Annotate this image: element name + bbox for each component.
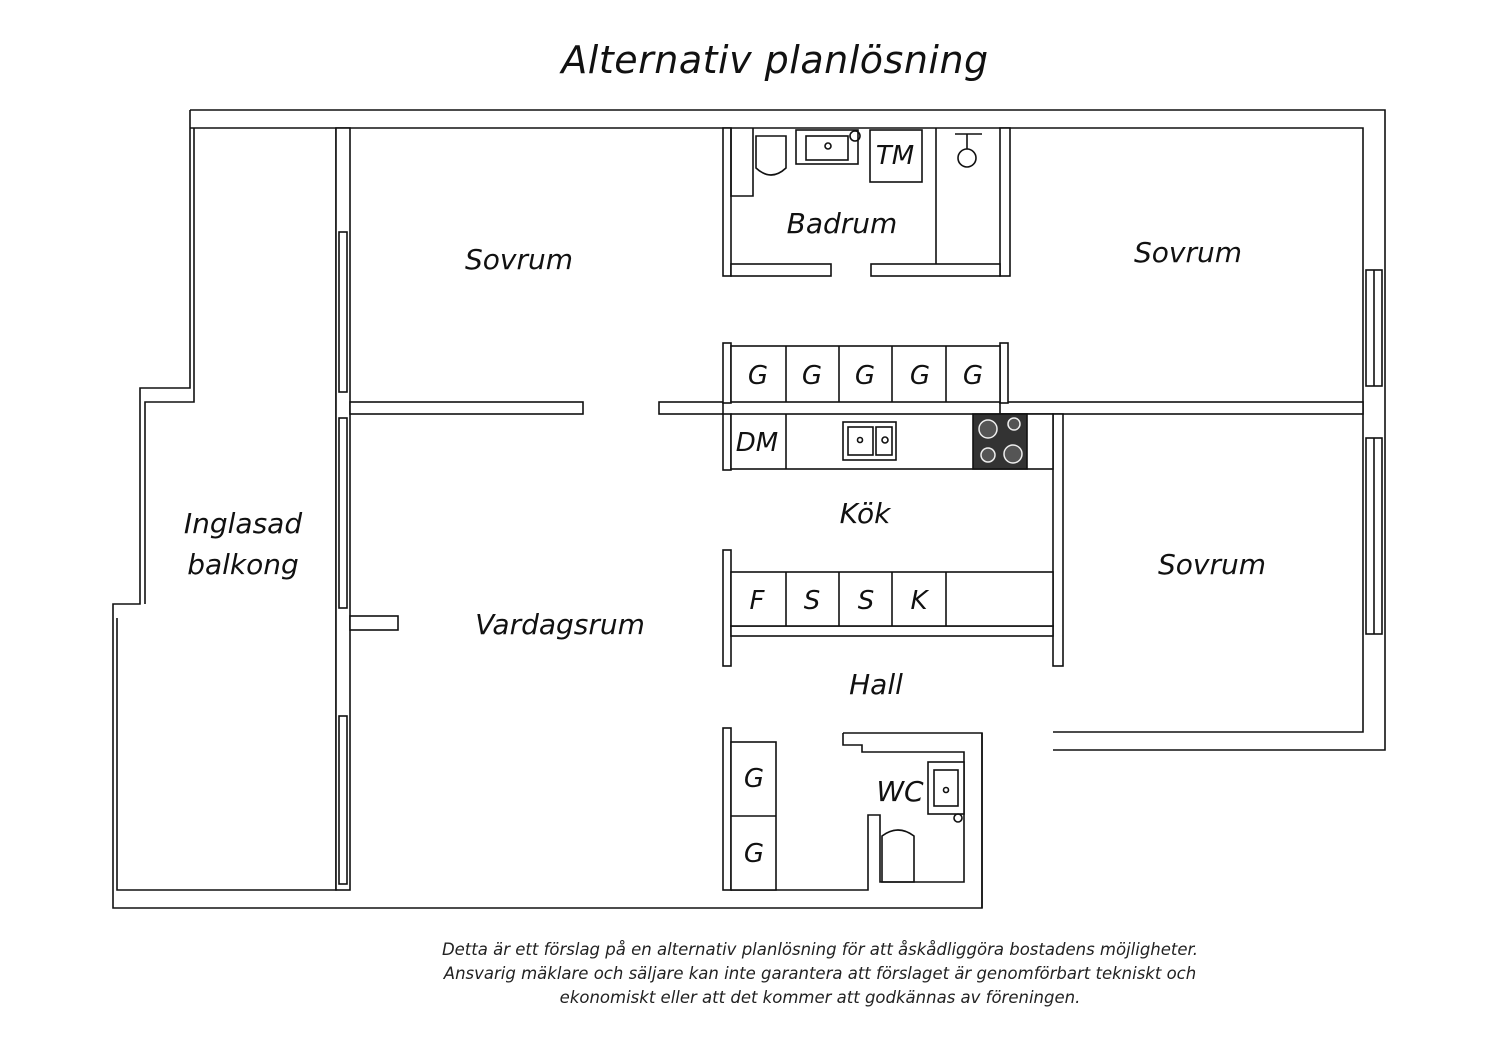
room-label-bedroom-right: Sovrum bbox=[1158, 548, 1266, 581]
label-wardrobe: G bbox=[748, 361, 768, 391]
kitchen-counter bbox=[730, 413, 1054, 470]
label-wardrobe: G bbox=[910, 361, 930, 391]
disclaimer-text: Detta är ett förslag på en alternativ pl… bbox=[330, 938, 1310, 1010]
room-label-bedroom-top-left: Sovrum bbox=[465, 243, 573, 276]
room-label-kitchen: Kök bbox=[840, 497, 892, 530]
label-kitchen-unit: F bbox=[750, 586, 766, 616]
label-wardrobe: G bbox=[802, 361, 822, 391]
room-label-balcony-line1: Inglasad bbox=[184, 507, 302, 540]
label-kitchen-unit: S bbox=[858, 586, 875, 616]
room-label-living-room: Vardagsrum bbox=[475, 608, 645, 641]
room-label-bedroom-top-right: Sovrum bbox=[1134, 236, 1242, 269]
room-label-hall: Hall bbox=[849, 668, 903, 701]
room-label-balcony-line2: balkong bbox=[187, 548, 299, 581]
plan-title: Alternativ planlösning bbox=[561, 38, 989, 82]
balcony-wall bbox=[335, 127, 399, 891]
label-kitchen-unit: S bbox=[804, 586, 821, 616]
disclaimer-line: Detta är ett förslag på en alternativ pl… bbox=[441, 940, 1199, 959]
kitchen-top-wardrobes bbox=[730, 345, 1001, 403]
room-label-wc: WC bbox=[876, 775, 924, 808]
room-label-bathroom: Badrum bbox=[787, 207, 898, 240]
disclaimer-line: ekonomiskt eller att det kommer att godk… bbox=[559, 988, 1081, 1007]
label-wardrobe: G bbox=[855, 361, 875, 391]
disclaimer-line: Ansvarig mäklare och säljare kan inte ga… bbox=[443, 964, 1197, 983]
label-kitchen-unit: K bbox=[910, 586, 929, 616]
label-hall-wardrobe: G bbox=[744, 764, 764, 794]
kitchen-lower-units bbox=[730, 571, 1054, 627]
bathroom-fixtures bbox=[730, 128, 982, 264]
wc-fixtures bbox=[881, 761, 965, 883]
label-hall-wardrobe: G bbox=[744, 839, 764, 869]
outer-walls bbox=[112, 109, 1386, 909]
hall-wardrobes bbox=[730, 741, 777, 891]
label-washing-machine: TM bbox=[876, 141, 914, 171]
interior-walls bbox=[349, 127, 1364, 908]
windows-right bbox=[1365, 269, 1383, 635]
label-wardrobe: G bbox=[963, 361, 983, 391]
label-dishwasher: DM bbox=[736, 428, 778, 458]
